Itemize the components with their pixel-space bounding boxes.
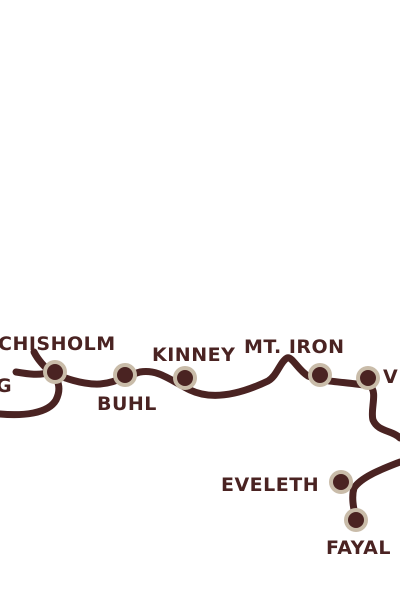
label-g-partial: G [0, 375, 12, 397]
label-kinney: KINNEY [152, 344, 235, 366]
stop-virginia[interactable] [356, 366, 380, 390]
stop-eveleth[interactable] [329, 470, 353, 494]
label-mt-iron: MT. IRON [244, 336, 345, 358]
stop-mt-iron[interactable] [308, 363, 332, 387]
label-virginia-partial: VI [383, 366, 400, 388]
stop-chisholm[interactable] [43, 360, 67, 384]
label-buhl: BUHL [97, 393, 157, 415]
label-chisholm: CHISHOLM [0, 333, 116, 355]
stop-buhl[interactable] [113, 363, 137, 387]
label-eveleth: EVELETH [221, 474, 319, 496]
stop-kinney[interactable] [173, 366, 197, 390]
stop-fayal[interactable] [344, 508, 368, 532]
label-fayal: FAYAL [326, 537, 391, 559]
